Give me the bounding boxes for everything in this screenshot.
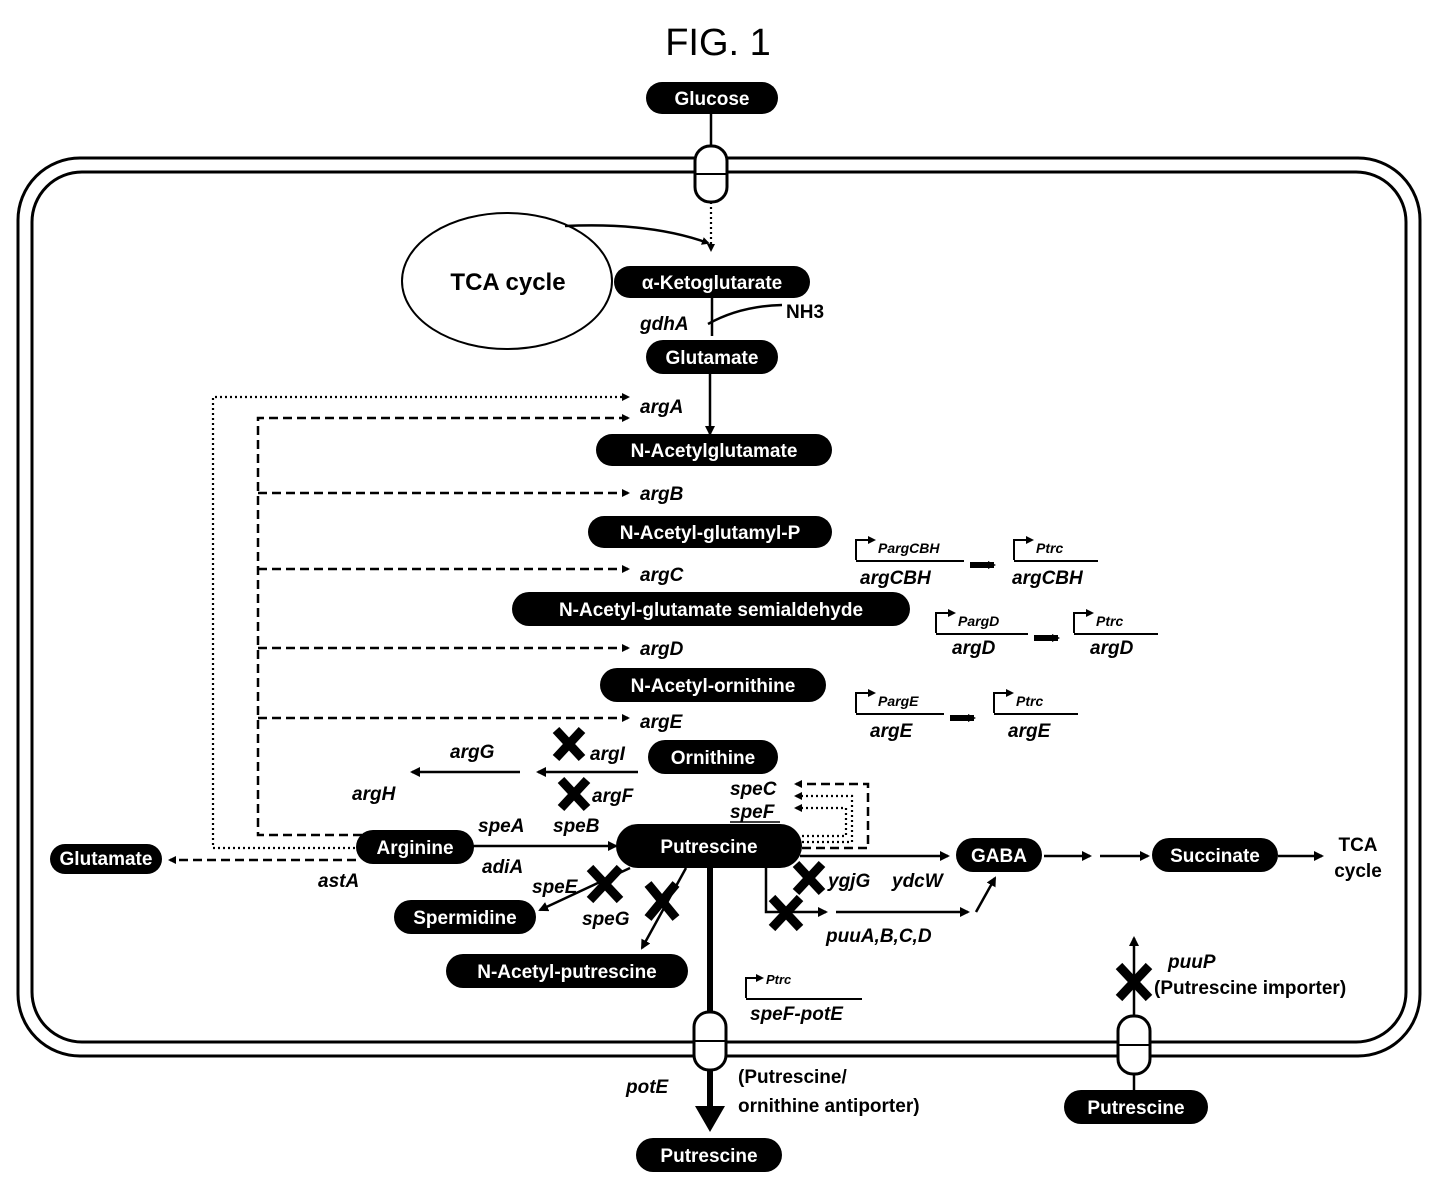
node-arginine: Arginine: [356, 830, 474, 864]
node-gaba-label: GABA: [971, 846, 1027, 867]
promoter-from-argE: PargE: [878, 693, 919, 709]
node-succinate: Succinate: [1152, 838, 1278, 872]
promoter-to-gene-argE: argE: [1008, 721, 1052, 742]
promoter-from-gene-argE: argE: [870, 721, 914, 742]
node-glutamate-left-label: Glutamate: [60, 849, 153, 870]
node-ornithine: Ornithine: [648, 740, 778, 774]
figure-title: FIG. 1: [665, 22, 771, 64]
node-ornithine-label: Ornithine: [671, 748, 755, 769]
node-spermidine: Spermidine: [394, 900, 536, 934]
node-n-acetyl-ornithine: N-Acetyl-ornithine: [600, 668, 826, 702]
knockout-x-ygjG: [796, 864, 822, 892]
gene-argI: argI: [590, 744, 626, 765]
gene-ydcW: ydcW: [891, 871, 945, 892]
node-n-acetyl-putrescine-label: N-Acetyl-putrescine: [477, 962, 657, 983]
gene-argD: argD: [640, 639, 684, 660]
knockout-x-argI: [556, 730, 582, 758]
gene-adiA: adiA: [482, 857, 523, 878]
promoter-from-gene-argCBH: argCBH: [860, 568, 932, 589]
node-arginine-label: Arginine: [376, 838, 453, 859]
node-glutamate-left: Glutamate: [50, 844, 162, 874]
node-glutamate: Glutamate: [646, 340, 778, 374]
gene-puuP: puuP: [1167, 952, 1216, 973]
promoter-to-argE: Ptrc: [1016, 693, 1043, 709]
node-n-acetyl-glutamyl-p-label: N-Acetyl-glutamyl-P: [620, 523, 801, 544]
node-n-acetyl-ornithine-label: N-Acetyl-ornithine: [631, 676, 796, 697]
node-succinate-label: Succinate: [1170, 846, 1260, 867]
gene-gdhA: gdhA: [639, 314, 689, 335]
node-n-acetyl-glutamate-semialdehyde: N-Acetyl-glutamate semialdehyde: [512, 592, 910, 626]
promoter-to-argD: Ptrc: [1096, 613, 1123, 629]
promoter-speF-potE: Ptrc speF-potE: [746, 972, 862, 1025]
gene-speF: speF: [730, 802, 776, 823]
node-putrescine-external: Putrescine: [1064, 1090, 1208, 1124]
gene-speB: speB: [553, 816, 600, 837]
spe-feedback: [796, 784, 868, 848]
node-glucose-external: Glucose: [646, 82, 778, 114]
gene-speA: speA: [478, 816, 524, 837]
node-alpha-ketoglutarate: α-Ketoglutarate: [614, 266, 810, 298]
antiporter-label-2: ornithine antiporter): [738, 1096, 920, 1117]
node-glutamate-label: Glutamate: [666, 348, 759, 369]
gene-astA: astA: [318, 871, 359, 892]
potE-transporter: [694, 1012, 726, 1070]
promoter-speF-potE-label: Ptrc: [766, 972, 792, 987]
node-putrescine-external-label: Putrescine: [1087, 1098, 1184, 1119]
promoter-construct-argCBH: PargCBH argCBH Ptrc argCBH: [856, 540, 1098, 589]
puu-to-gaba-arrow: [976, 878, 995, 912]
node-n-acetylglutamate-label: N-Acetylglutamate: [631, 441, 798, 462]
importer-label: (Putrescine importer): [1154, 978, 1346, 999]
gene-speE: speE: [532, 877, 579, 898]
gene-potE: potE: [625, 1077, 670, 1098]
nh3-label: NH3: [786, 302, 824, 323]
promoter-to-argCBH: Ptrc: [1036, 540, 1063, 556]
node-n-acetyl-putrescine: N-Acetyl-putrescine: [446, 954, 688, 988]
promoter-to-gene-argD: argD: [1090, 638, 1134, 659]
knockout-x-argF: [561, 780, 587, 808]
puuP-transporter: [1118, 1016, 1150, 1074]
gene-argB: argB: [640, 484, 684, 505]
node-putrescine-exported-label: Putrescine: [660, 1146, 757, 1167]
node-alpha-ketoglutarate-label: α-Ketoglutarate: [642, 273, 782, 294]
promoter-from-argD: PargD: [958, 613, 999, 629]
promoter-to-gene-argCBH: argCBH: [1012, 568, 1084, 589]
gene-ygjG: ygjG: [827, 871, 870, 892]
tca-label-1: TCA: [1338, 835, 1377, 856]
gene-speC: speC: [730, 779, 777, 800]
antiporter-label-1: (Putrescine/: [738, 1067, 847, 1088]
promoter-construct-argE: PargE argE Ptrc argE: [856, 693, 1078, 742]
promoter-speF-potE-gene: speF-potE: [750, 1004, 844, 1025]
gene-argE: argE: [640, 712, 684, 733]
tca-cycle-label: TCA cycle: [450, 269, 565, 296]
promoter-from-gene-argD: argD: [952, 638, 996, 659]
tca-label-2: cycle: [1334, 861, 1382, 882]
node-gaba: GABA: [956, 838, 1042, 872]
gene-argG: argG: [450, 742, 495, 763]
promoter-construct-argD: PargD argD Ptrc argD: [936, 613, 1158, 659]
node-n-acetyl-glutamate-semialdehyde-label: N-Acetyl-glutamate semialdehyde: [559, 600, 863, 621]
node-n-acetylglutamate: N-Acetylglutamate: [596, 434, 832, 466]
glucose-transporter: [695, 112, 727, 202]
promoter-from-argCBH: PargCBH: [878, 540, 940, 556]
nh3-curve: [708, 305, 782, 324]
node-putrescine-exported: Putrescine: [636, 1138, 782, 1172]
node-spermidine-label: Spermidine: [413, 908, 516, 929]
gene-puuABCD: puuA,B,C,D: [825, 926, 932, 947]
gene-argC: argC: [640, 565, 684, 586]
node-putrescine: Putrescine: [616, 824, 802, 868]
node-glucose-external-label: Glucose: [675, 89, 750, 110]
gene-speG: speG: [582, 909, 630, 930]
gene-argF: argF: [592, 786, 635, 807]
node-n-acetyl-glutamyl-p: N-Acetyl-glutamyl-P: [588, 516, 832, 548]
gene-argH: argH: [352, 784, 397, 805]
node-putrescine-label: Putrescine: [660, 837, 757, 858]
gene-argA: argA: [640, 397, 683, 418]
